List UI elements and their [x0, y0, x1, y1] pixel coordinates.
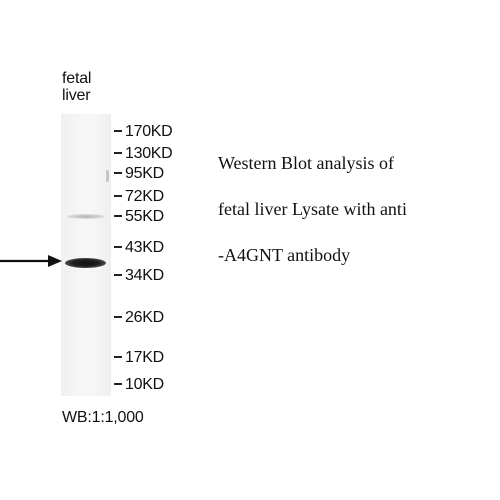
marker-tick — [114, 151, 122, 154]
caption-line1: Western Blot analysis of — [218, 153, 395, 173]
marker-43kd: 43KD — [114, 239, 164, 257]
marker-34kd: 34KD — [114, 267, 164, 285]
lane-label: fetal liver — [62, 70, 110, 104]
marker-tick — [114, 129, 122, 132]
membrane-artifact — [106, 170, 109, 182]
blot-lane — [61, 114, 111, 396]
target-band — [65, 258, 106, 268]
marker-170kd: 170KD — [114, 123, 173, 141]
marker-55kd: 55KD — [114, 208, 164, 226]
marker-95kd: 95KD — [114, 165, 164, 183]
marker-label: 170KD — [125, 123, 173, 140]
faint-band — [67, 214, 105, 219]
marker-26kd: 26KD — [114, 309, 164, 327]
marker-label: 130KD — [125, 145, 173, 162]
marker-tick — [114, 194, 122, 197]
marker-label: 55KD — [125, 208, 164, 225]
marker-17kd: 17KD — [114, 349, 164, 367]
marker-130kd: 130KD — [114, 145, 173, 163]
marker-label: 72KD — [125, 188, 164, 205]
lane-label-line1: fetal — [62, 70, 92, 87]
lane-label-line2: liver — [62, 87, 91, 104]
marker-tick — [114, 273, 122, 276]
marker-tick — [114, 315, 122, 318]
marker-label: 26KD — [125, 309, 164, 326]
marker-label: 34KD — [125, 267, 164, 284]
dilution-label: WB:1:1,000 — [62, 409, 144, 426]
marker-tick — [114, 214, 122, 217]
marker-label: 43KD — [125, 239, 164, 256]
marker-tick — [114, 245, 122, 248]
marker-label: 17KD — [125, 349, 164, 366]
marker-label: 95KD — [125, 165, 164, 182]
marker-72kd: 72KD — [114, 188, 164, 206]
marker-tick — [114, 171, 122, 174]
caption-line2: fetal liver Lysate with anti — [218, 199, 407, 219]
marker-label: 10KD — [125, 376, 164, 393]
marker-tick — [114, 382, 122, 385]
marker-10kd: 10KD — [114, 376, 164, 394]
caption-line3: -A4GNT antibody — [218, 245, 351, 265]
caption: Western Blot analysis of fetal liver Lys… — [218, 150, 498, 288]
marker-tick — [114, 355, 122, 358]
right-arrow-icon — [0, 255, 62, 267]
